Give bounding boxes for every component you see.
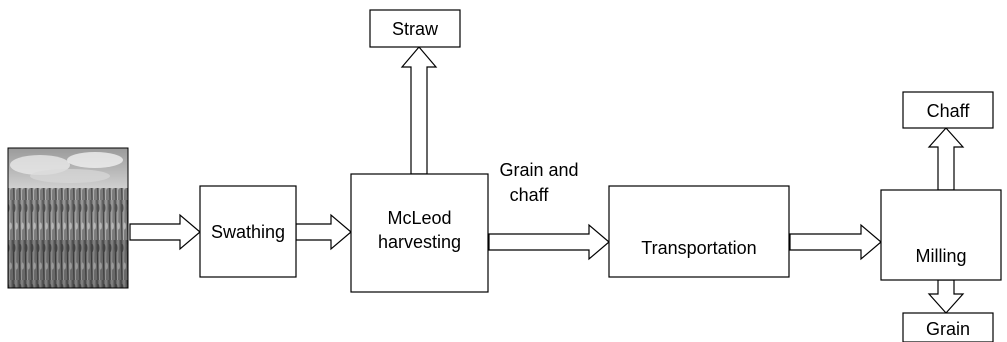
mcleod-harvesting-box: McLeod harvesting [350, 173, 489, 293]
arrow-milling-to-grain [927, 279, 965, 314]
arrow-transportation-to-milling [789, 223, 882, 261]
grain-output-box: Grain [902, 312, 994, 342]
arrow-photo-to-swathing [129, 213, 201, 251]
grain-and-chaff-label-line1: Grain and [499, 160, 578, 180]
harvesting-label-line2: harvesting [378, 232, 461, 252]
chaff-output-box: Chaff [902, 91, 994, 129]
straw-output-box: Straw [369, 9, 461, 48]
grain-and-chaff-label-line2: chaff [510, 185, 550, 205]
swathing-box: Swathing [199, 185, 297, 278]
arrow-harvesting-to-straw [400, 46, 438, 175]
milling-label: Milling [915, 246, 966, 266]
chaff-label: Chaff [927, 101, 971, 121]
harvesting-label-line1: McLeod [387, 208, 451, 228]
wheat-field-photo-frame [7, 147, 129, 289]
straw-label: Straw [392, 19, 439, 39]
grain-label: Grain [926, 319, 970, 339]
arrow-harvesting-to-transportation [488, 223, 610, 261]
wheat-field-photo [8, 148, 128, 288]
transportation-label: Transportation [641, 238, 756, 258]
milling-box: Milling [880, 189, 1002, 281]
transportation-box: Transportation [608, 185, 790, 278]
arrow-swathing-to-harvesting [295, 213, 352, 251]
arrow-milling-to-chaff [927, 127, 965, 191]
swathing-label: Swathing [211, 222, 285, 242]
